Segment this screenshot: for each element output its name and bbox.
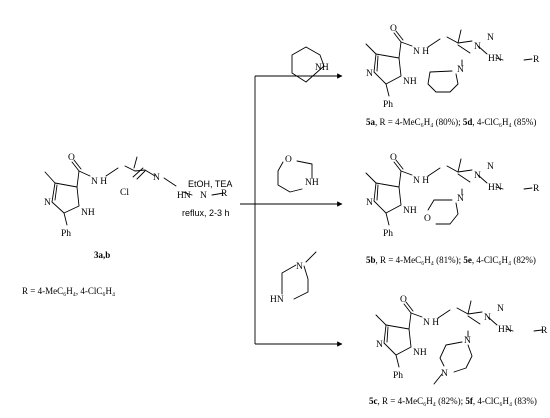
reagent-piperidine: NH bbox=[291, 46, 329, 83]
product-5b-5e: O N H N N O HN N R N NH Ph 5b, R = 4-MeC… bbox=[365, 153, 540, 265]
reactant-3ab: O N H N Cl HN N R N NH Ph 3a,b R = 4-MeC… bbox=[22, 153, 228, 296]
p3-atom-hn: HN bbox=[498, 325, 512, 335]
p3-atom-n-hyd: N bbox=[497, 304, 504, 314]
piperazine-n: N bbox=[296, 262, 303, 272]
reaction-arrows bbox=[240, 73, 343, 347]
condition-temp: reflux, 2-3 h bbox=[182, 208, 230, 218]
p3-atom-n-imine: N bbox=[484, 313, 491, 323]
p2-atom-o-ring: O bbox=[424, 214, 431, 224]
piperazine-hn: HN bbox=[270, 295, 284, 305]
p2-atom-n-imine: N bbox=[474, 171, 481, 181]
p2-atom-nh: N H bbox=[413, 176, 429, 186]
product-caption-5c-5f: 5c, R = 4-MeC₆H₄ (82%); 5f, 4-ClC₆H₄ (83… bbox=[369, 396, 537, 406]
p1-atom-nh: N H bbox=[413, 47, 429, 57]
p3-ring-nh: NH bbox=[413, 348, 427, 358]
p1-atom-o: O bbox=[390, 24, 397, 34]
reagent-methylpiperazine: N HN bbox=[270, 251, 317, 305]
p1-atom-hn: HN bbox=[488, 54, 502, 64]
p1-ph: Ph bbox=[383, 100, 393, 110]
p2-atom-hn: HN bbox=[488, 183, 502, 193]
p2-atom-n-hyd: N bbox=[487, 162, 494, 172]
product-5c-5f: O N H N N N HN N R N NH Ph 5c, R = 4-MeC… bbox=[369, 295, 548, 406]
condition-solvent: EtOH, TEA bbox=[188, 179, 232, 189]
p2-ph: Ph bbox=[383, 229, 393, 239]
reactant-ring-nh: NH bbox=[81, 208, 95, 218]
p2-atom-r: R bbox=[533, 184, 540, 194]
p2-ring-nh: NH bbox=[403, 206, 417, 216]
reactant-atom-cl: Cl bbox=[120, 188, 129, 198]
product-5a-5d: O N H N N HN N R N NH Ph 5a, R = 4-MeC₆H… bbox=[365, 24, 540, 127]
r-definition: R = 4-MeC₆H₄, 4-ClC₆H₄ bbox=[22, 286, 115, 296]
p3-ring-n: N bbox=[376, 340, 383, 350]
p2-atom-n-amine: N bbox=[457, 194, 464, 204]
reactant-atom-o: O bbox=[68, 153, 75, 163]
p3-atom-n-methyl: N bbox=[441, 369, 448, 379]
reactant-atom-r: R bbox=[221, 189, 228, 199]
morpholine-nh: NH bbox=[305, 178, 319, 188]
reactant-label: 3a,b bbox=[94, 250, 110, 260]
p1-atom-n-imine: N bbox=[474, 42, 481, 52]
p3-atom-nh: N H bbox=[423, 318, 439, 328]
reactant-atom-nh: N H bbox=[91, 177, 107, 187]
product-caption-5b-5e: 5b, R = 4-MeC₆H₄ (81%); 5e, 4-ClC₆H₄ (82… bbox=[366, 255, 536, 265]
p3-atom-o: O bbox=[400, 295, 407, 305]
p1-ring-n: N bbox=[366, 69, 373, 79]
reactant-ring-n: N bbox=[44, 198, 51, 208]
p1-atom-r: R bbox=[533, 55, 540, 65]
product-caption-5a-5d: 5a, R = 4-MeC₆H₄ (80%); 5d, 4-ClC₆H₄ (85… bbox=[366, 117, 536, 127]
p2-ring-n: N bbox=[366, 198, 373, 208]
reactant-ph: Ph bbox=[61, 229, 71, 239]
p1-atom-n-hyd: N bbox=[487, 33, 494, 43]
reactant-atom-hn: HN bbox=[177, 191, 191, 201]
p3-ph: Ph bbox=[393, 371, 403, 381]
p2-atom-o: O bbox=[390, 153, 397, 163]
piperidine-nh: NH bbox=[315, 63, 329, 73]
p1-ring-nh: NH bbox=[403, 77, 417, 87]
p1-atom-n-amine: N bbox=[457, 65, 464, 75]
p3-atom-r: R bbox=[541, 326, 548, 336]
reactant-atom-n-hyd: N bbox=[200, 191, 207, 201]
morpholine-o: O bbox=[285, 155, 292, 165]
reagent-morpholine: O NH bbox=[277, 155, 319, 193]
p3-atom-n-amine: N bbox=[464, 336, 471, 346]
reactant-atom-n-imine: N bbox=[153, 173, 160, 183]
